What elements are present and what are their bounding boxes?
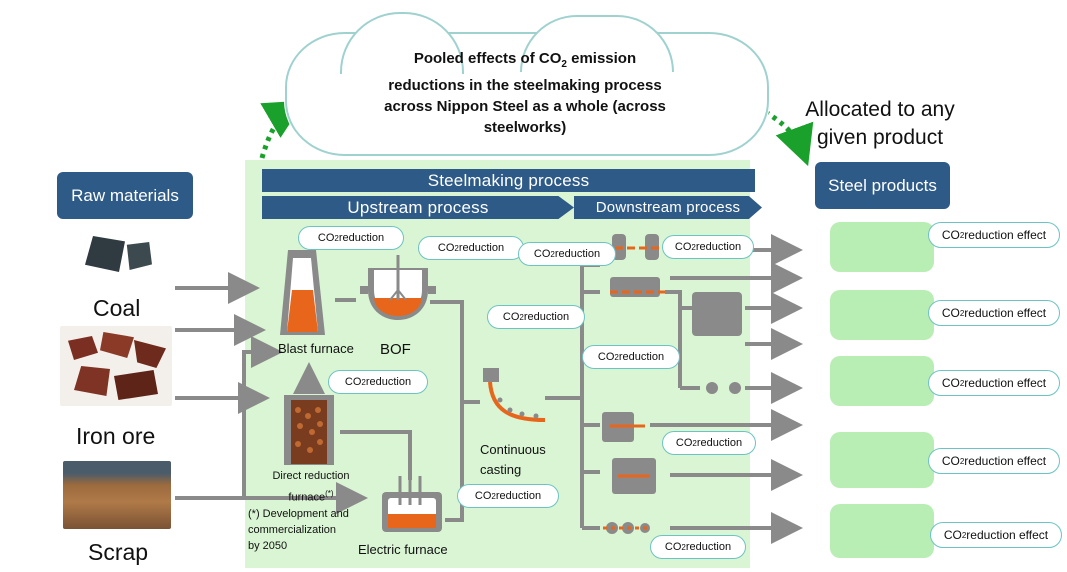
product-box-sheet [830, 222, 934, 272]
cloud-line-1: Pooled effects of CO2 emission [413, 50, 637, 70]
upstream-process-banner: Upstream process [262, 196, 574, 219]
bof-label: BOF [380, 341, 411, 358]
continuous-casting-icon [483, 368, 546, 422]
iron-ore-photo [60, 326, 172, 406]
footnote: (*) Development and commercialization by… [248, 508, 349, 552]
continuous-casting-label: Continuous casting [480, 442, 546, 477]
cloud-line-4: steelworks) [483, 119, 567, 136]
direct-reduction-furnace-label: Direct reduction furnace(*) [272, 470, 350, 504]
raw-materials-label: Raw materials [57, 172, 193, 219]
blast-furnace-label: Blast furnace [278, 341, 354, 356]
steelmaking-process-banner: Steelmaking process [262, 169, 755, 192]
cloud-text: Pooled effects of CO2 emission reduction… [320, 48, 730, 138]
coal-label: Coal [93, 295, 141, 321]
downstream-process-banner: Downstream process [574, 196, 762, 219]
cloud-bump-right [520, 15, 674, 72]
scrap-label: Scrap [88, 539, 149, 565]
bof-icon [360, 255, 436, 320]
scrap-photo [63, 461, 171, 529]
dotted-arrow-right [724, 89, 814, 167]
iron-ore-label: Iron ore [76, 423, 156, 449]
product-box-section [830, 432, 934, 488]
direct-reduction-furnace-icon [284, 395, 334, 465]
electric-furnace-label: Electric furnace [358, 542, 448, 557]
product-box-coil [830, 290, 934, 340]
steel-products-label: Steel products [815, 162, 950, 209]
electric-furnace-icon [382, 476, 442, 532]
product-box-pipe [830, 356, 934, 406]
blast-furnace-icon [280, 250, 325, 335]
coal-photo [80, 222, 158, 280]
allocated-label: Allocated to any given product [805, 98, 955, 149]
cloud-line-2: reductions in the steelmaking process [388, 77, 662, 94]
product-box-bar-wire [830, 504, 934, 558]
cloud-line-3: across Nippon Steel as a whole (across [384, 98, 666, 115]
